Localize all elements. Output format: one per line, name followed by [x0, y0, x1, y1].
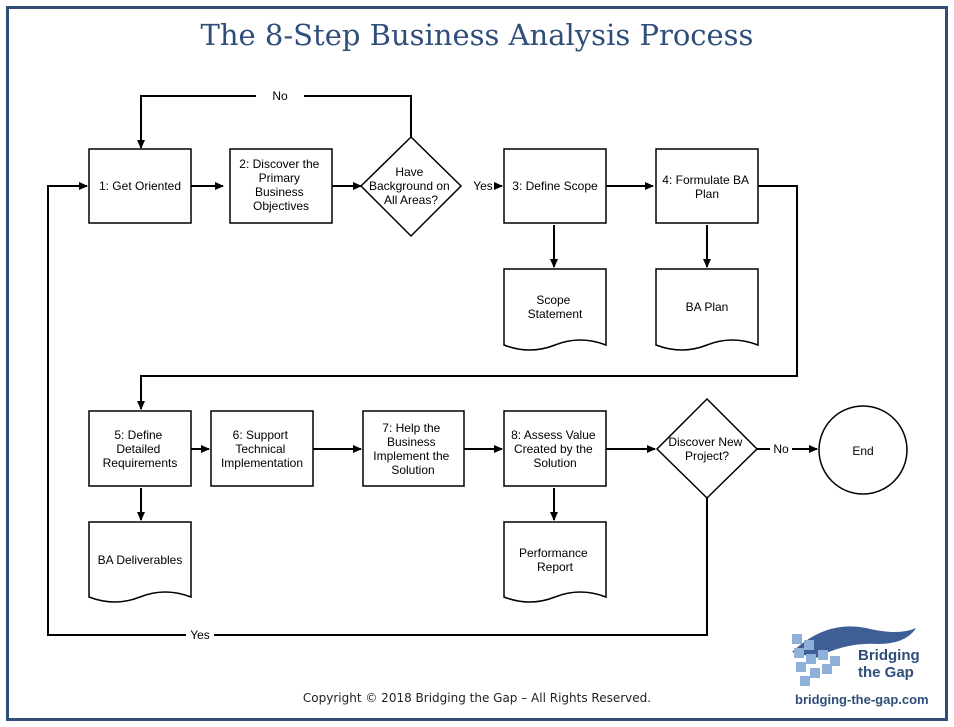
step-3-label: 3: Define Scope: [512, 179, 598, 193]
performance-report-doc: [503, 521, 607, 603]
end-circle: [818, 405, 908, 495]
step-7-box: [362, 410, 465, 487]
decision-new-project-diamond: [655, 397, 759, 500]
logo-url[interactable]: bridging-the-gap.com: [795, 692, 929, 707]
step-1-label: 1: Get Oriented: [99, 179, 181, 193]
no-loop-line-b: [137, 95, 256, 149]
bridging-the-gap-logo: [792, 626, 916, 686]
step-4-box: [655, 148, 759, 224]
yes-scope-label: Yes: [473, 179, 493, 193]
scope-statement-doc: [503, 268, 607, 351]
step-5-box: [88, 410, 192, 487]
step-2-label: 2: Discover the Primary Business Objecti…: [239, 157, 322, 213]
yes-loop-line-a: [214, 498, 708, 636]
scope-statement-label: Scope Statement: [528, 293, 583, 321]
ba-plan-doc: [655, 268, 759, 351]
ba-deliverables-doc: [88, 521, 192, 603]
yes-loop-line-b: [47, 182, 186, 636]
logo-wordmark: Bridging the Gap: [858, 647, 920, 681]
decision-new-project-label: Discover New Project?: [668, 435, 745, 463]
step-4-label: 4: Formulate BA Plan: [662, 173, 751, 201]
step-2-box: [229, 148, 333, 224]
ba-deliverables-label: BA Deliverables: [98, 553, 183, 567]
no-end-label: No: [773, 442, 789, 456]
logo-blocks: [792, 634, 840, 686]
step-8-box: [503, 410, 607, 487]
step-5-label: 5: Define Detailed Requirements: [103, 428, 178, 470]
ba-plan-label: BA Plan: [686, 300, 729, 314]
diagram-title: The 8-Step Business Analysis Process: [200, 18, 754, 52]
step-1-box: [88, 148, 192, 224]
yes-bottom-label: Yes: [190, 628, 210, 642]
page-frame: [6, 6, 948, 721]
no-loop-line-a: [304, 95, 412, 137]
decision-background-diamond: [359, 135, 463, 238]
step-8-label: 8: Assess Value Created by the Solution: [511, 428, 599, 470]
step-6-box: [210, 410, 314, 487]
decision-background-label: Have Background on All Areas?: [369, 165, 453, 207]
no-top-label: No: [272, 89, 288, 103]
logo-line-1: Bridging: [858, 647, 920, 664]
step-3-box: [503, 148, 607, 224]
copyright-notice: Copyright © 2018 Bridging the Gap – All …: [302, 691, 652, 705]
arrow-4-to-5: [137, 185, 798, 410]
step-7-label: 7: Help the Business Implement the Solut…: [373, 421, 452, 477]
end-label: End: [852, 444, 873, 458]
performance-report-label: Performance Report: [519, 546, 591, 574]
logo-line-2: the Gap: [858, 664, 914, 681]
step-6-label: 6: Support Technical Implementation: [221, 428, 303, 470]
